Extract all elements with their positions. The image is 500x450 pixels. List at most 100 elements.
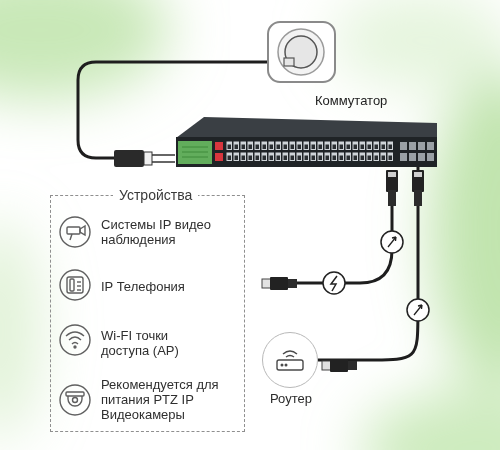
- green-glow-part: [430, 70, 500, 390]
- network-switch-part: [400, 153, 407, 161]
- power-cord-part: [284, 58, 294, 66]
- router-circle: Роутер: [262, 332, 318, 388]
- signal-symbol-part: [388, 237, 396, 247]
- rj45-plug-part: [388, 190, 396, 206]
- rj45-plug-part: [262, 279, 271, 288]
- rj45-plug: [262, 277, 357, 372]
- device-icons-part: [80, 226, 85, 235]
- node-label: Системы IP видео наблюдения: [101, 217, 219, 247]
- network-switch-part: [182, 157, 208, 158]
- device-icons-part: [74, 346, 76, 348]
- network-switch-part: [178, 141, 212, 164]
- power-cord-part: [268, 22, 335, 82]
- node-label: Устройства: [113, 187, 198, 203]
- green-glow-part: [0, 0, 170, 100]
- router-icon-part: [286, 356, 294, 358]
- rj45-plug: [386, 170, 424, 206]
- power-cord-part: [152, 154, 175, 156]
- power-cord-part: [114, 150, 144, 167]
- network-switch-part: [418, 153, 425, 161]
- router-icon: [277, 351, 303, 370]
- device-icons-part: [77, 289, 81, 290]
- network-switch-part: [215, 153, 223, 161]
- device-icons: [60, 217, 90, 415]
- device-icons-part: [73, 398, 78, 403]
- device-icons-part: [60, 217, 90, 247]
- rj45-plug-part: [322, 361, 331, 370]
- device-group-box: УстройстваСистемы IP видео наблюденияIP …: [50, 195, 245, 432]
- device-icons-part: [72, 343, 78, 345]
- device-icons-part: [60, 325, 90, 355]
- device-icons-part: [66, 332, 84, 336]
- device-item: IP Телефония: [101, 279, 219, 294]
- network-switch-part: [176, 137, 437, 167]
- signal-symbol-part: [323, 272, 345, 294]
- device-icons-part: [70, 234, 72, 240]
- left-cable-part: [296, 205, 392, 283]
- device-item: Рекомендуется для питания PTZ IP Видеока…: [101, 377, 219, 422]
- network-switch-part: [409, 142, 416, 150]
- device-item: Wi-FI точки доступа (AP): [101, 328, 219, 358]
- power-cord-part: [144, 152, 152, 165]
- signal-symbol-part: [381, 231, 403, 253]
- network-switch-part: [182, 147, 208, 148]
- signal-symbol: [323, 231, 429, 321]
- network-switch-part: [427, 153, 434, 161]
- signal-symbol-part: [331, 276, 337, 291]
- device-icons-part: [67, 227, 80, 234]
- green-glow-part: [360, 390, 500, 450]
- network-switch-part: [427, 142, 434, 150]
- network-switch-part: [215, 142, 223, 150]
- router-icon-part: [283, 351, 297, 354]
- network-switch-part: [400, 142, 407, 150]
- power-cord-part: [152, 161, 175, 163]
- signal-symbol-part: [407, 299, 429, 321]
- device-icons-part: [67, 277, 83, 293]
- network-switch-part: [226, 141, 394, 163]
- rj45-plug-part: [288, 279, 297, 288]
- green-glow-part: [330, 0, 500, 90]
- rj45-plug-part: [348, 361, 357, 370]
- device-item: Системы IP видео наблюдения: [101, 217, 219, 247]
- device-icons-part: [69, 337, 81, 340]
- node-label: Роутер: [251, 391, 331, 406]
- network-switch-part: [176, 117, 437, 138]
- node-label: Wi-FI точки доступа (AP): [101, 328, 219, 358]
- node-label: IP Телефония: [101, 279, 219, 294]
- green-glow-part: [0, 220, 40, 440]
- device-icons-part: [77, 281, 81, 282]
- signal-symbol-part: [414, 305, 422, 315]
- rj45-plug-part: [412, 170, 424, 192]
- rj45-plug-part: [270, 277, 288, 290]
- power-cord-part: [285, 36, 317, 68]
- device-icons-part: [77, 285, 81, 286]
- device-icons-part: [60, 270, 90, 300]
- router-icon-part: [281, 364, 283, 366]
- device-icons-part: [68, 396, 82, 406]
- network-cable: [318, 167, 418, 360]
- rj45-plug-part: [386, 170, 398, 192]
- rj45-plug-part: [414, 172, 422, 177]
- rj45-plug-part: [414, 190, 422, 206]
- device-icons-part: [70, 279, 74, 291]
- network-switch-part: [418, 142, 425, 150]
- network-switch-part: [182, 152, 208, 153]
- node-label: Коммутатор: [315, 93, 387, 108]
- device-icons-part: [60, 385, 90, 415]
- router-icon-part: [277, 360, 303, 370]
- router-icon-part: [285, 364, 287, 366]
- rj45-plug-part: [330, 359, 348, 372]
- device-icons-part: [66, 392, 84, 396]
- rj45-plug-part: [388, 172, 396, 177]
- node-label: Рекомендуется для питания PTZ IP Видеока…: [101, 377, 219, 422]
- network-switch: [176, 117, 437, 167]
- network-switch: Коммутатор: [175, 117, 437, 167]
- left-cable: [296, 205, 392, 283]
- network-switch-part: [409, 153, 416, 161]
